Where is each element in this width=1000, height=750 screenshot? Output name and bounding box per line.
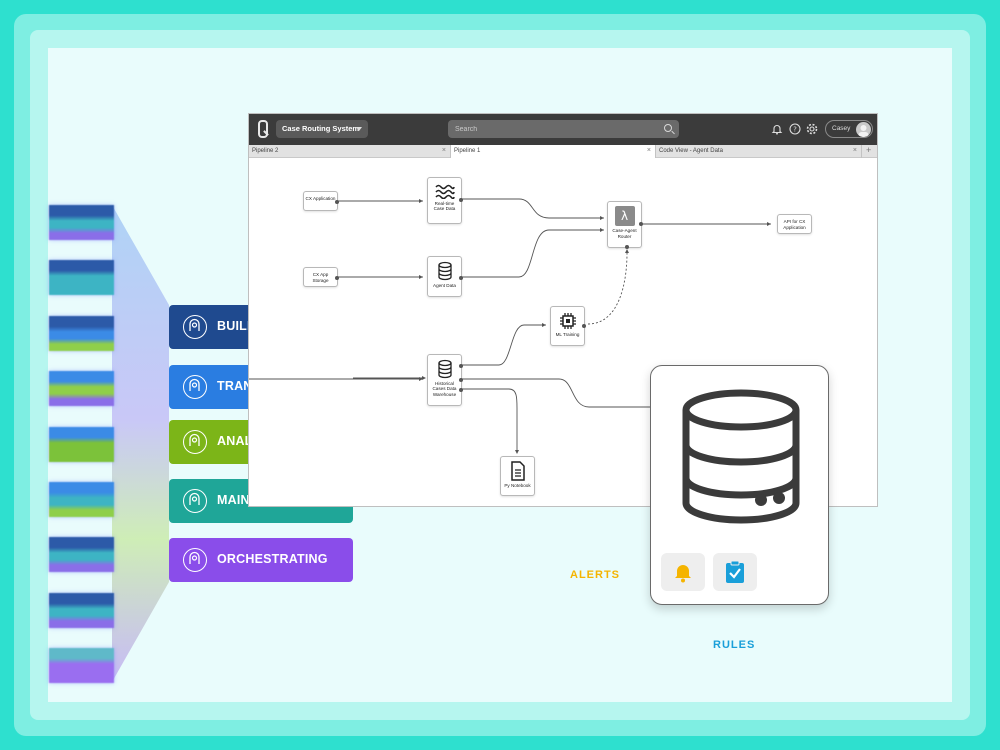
- alerts-button[interactable]: [661, 553, 705, 591]
- app-logo-icon: [258, 120, 268, 138]
- node-label: CX App Storage: [312, 272, 329, 283]
- node-label: Agent Data: [433, 282, 456, 288]
- clipboard-check-icon: [726, 560, 744, 583]
- large-database-icon: [682, 389, 800, 524]
- search-box[interactable]: [448, 120, 679, 138]
- stack-card: [49, 316, 114, 351]
- api-for-cx-node[interactable]: API for CX Application: [777, 214, 812, 234]
- output-port[interactable]: [459, 388, 463, 392]
- realtime-case-data-node[interactable]: Real-time Case Data: [427, 177, 463, 224]
- waves-icon: [434, 184, 455, 200]
- close-icon[interactable]: ×: [852, 147, 857, 154]
- output-port[interactable]: [335, 200, 339, 204]
- chip-icon: [559, 313, 576, 329]
- stack-card: [49, 648, 114, 683]
- output-port[interactable]: [459, 276, 463, 280]
- stack-card: [49, 482, 114, 517]
- stack-card: [49, 593, 114, 628]
- node-label: CX Application: [305, 196, 336, 201]
- project-name: Case Routing System: [282, 124, 360, 133]
- puzzle-head-icon: [183, 315, 207, 339]
- rules-label: RULES: [713, 639, 756, 651]
- stack-card: [49, 371, 114, 406]
- network-icon: [183, 548, 207, 572]
- cx-app-storage-node[interactable]: CX App Storage: [303, 267, 339, 287]
- node-label: Real-time Case Data: [433, 200, 456, 212]
- agent-data-node[interactable]: Agent Data: [427, 256, 463, 297]
- tab-pipeline-1[interactable]: Pipeline 1 ×: [451, 145, 656, 158]
- close-icon[interactable]: ×: [646, 147, 651, 154]
- historical-cases-node[interactable]: Historical Cases Data Warehouse: [427, 354, 463, 406]
- output-port[interactable]: [582, 324, 586, 328]
- stack-card: [49, 205, 114, 240]
- database-icon: [437, 261, 452, 281]
- tab-label: Pipeline 2: [252, 148, 279, 154]
- project-selector[interactable]: Case Routing System: [276, 120, 368, 138]
- node-label: Historical Cases Data Warehouse: [432, 380, 457, 397]
- add-tab-icon[interactable]: +: [866, 145, 872, 155]
- help-icon[interactable]: ?: [789, 123, 801, 135]
- node-label: ML Training: [555, 331, 580, 337]
- output-port[interactable]: [335, 276, 339, 280]
- lambda-icon: λ: [614, 206, 635, 226]
- output-port[interactable]: [459, 378, 463, 382]
- close-icon[interactable]: ×: [441, 147, 446, 154]
- magnifier-chart-icon: [183, 430, 207, 454]
- rules-button[interactable]: [713, 553, 757, 591]
- ml-training-node[interactable]: ML Training: [550, 306, 586, 346]
- py-notebook-node[interactable]: Py Notebook: [500, 456, 535, 496]
- top-bar: Case Routing System ? Casey: [249, 114, 877, 145]
- svg-text:?: ?: [793, 126, 797, 134]
- bell-icon[interactable]: [771, 123, 783, 135]
- database-icon: [437, 359, 452, 379]
- user-name: Casey: [832, 125, 851, 132]
- search-icon[interactable]: [664, 124, 672, 132]
- gear-icon[interactable]: [806, 123, 818, 135]
- category-orchestrating[interactable]: ORCHESTRATING: [169, 538, 353, 582]
- user-menu[interactable]: Casey: [825, 120, 873, 138]
- wrench-gear-icon: [183, 489, 207, 513]
- alerts-label: ALERTS: [570, 569, 620, 581]
- cx-application-node[interactable]: CX Application: [303, 191, 339, 211]
- stack-card: [49, 537, 114, 572]
- pipeline-canvas: CX Application Real-time Case Data λ Cas…: [249, 158, 877, 506]
- output-port[interactable]: [459, 198, 463, 202]
- avatar: [856, 122, 871, 137]
- input-port[interactable]: [625, 245, 629, 249]
- category-label: ORCHESTRATING: [217, 552, 328, 566]
- tab-label: Code View - Agent Data: [659, 148, 723, 154]
- tab-pipeline-2[interactable]: Pipeline 2 ×: [249, 145, 451, 158]
- search-input[interactable]: [448, 120, 658, 138]
- bell-icon: [675, 565, 691, 583]
- sparkle-icon: [183, 375, 207, 399]
- output-port[interactable]: [459, 364, 463, 368]
- stack-card: [49, 427, 114, 462]
- chevron-down-icon: [356, 127, 362, 131]
- node-label: API for CX Application: [783, 219, 806, 230]
- tab-label: Pipeline 1: [454, 148, 481, 154]
- database-card[interactable]: [650, 365, 829, 605]
- stack-card: [49, 260, 114, 295]
- case-agent-router-node[interactable]: λ Case-Agent Router: [607, 201, 643, 249]
- tab-code-view[interactable]: Code View - Agent Data ×: [656, 145, 862, 158]
- node-label: Case-Agent Router: [612, 228, 637, 239]
- document-icon: [510, 461, 525, 481]
- output-port[interactable]: [639, 222, 643, 226]
- node-label: Py Notebook: [504, 482, 531, 488]
- tab-bar: Pipeline 2 × Pipeline 1 × Code View - Ag…: [249, 145, 877, 158]
